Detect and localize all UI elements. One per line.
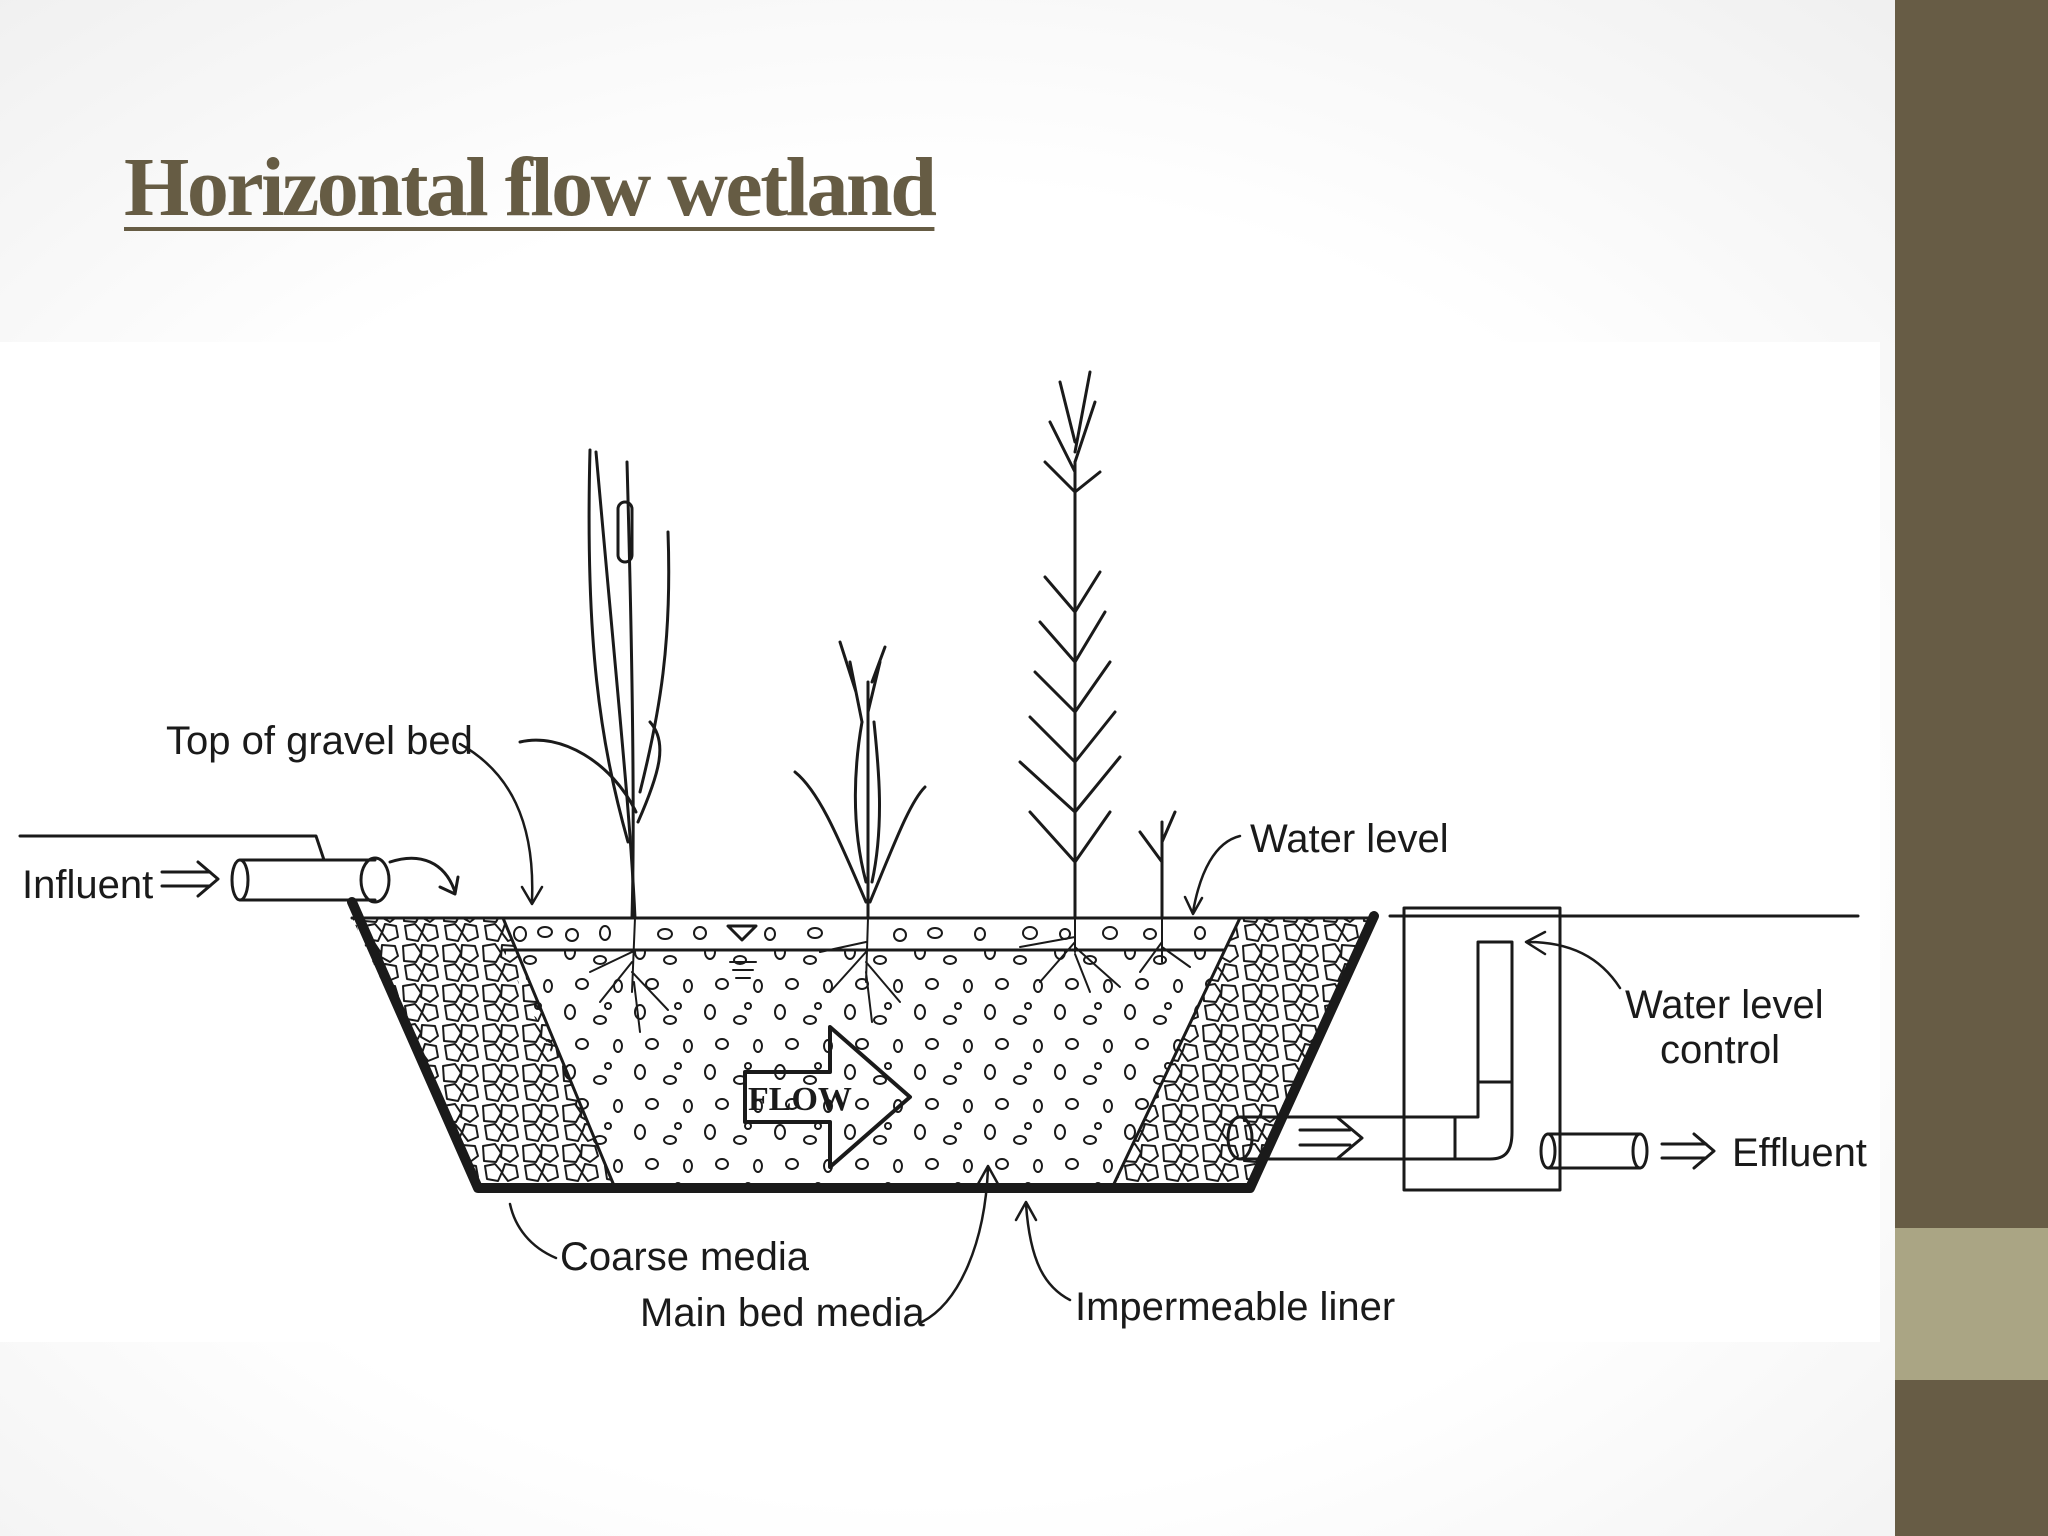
flow-label: FLOW: [748, 1081, 852, 1118]
label-leader-lines: [458, 742, 1622, 1324]
cattail-plant: [518, 448, 671, 920]
sidebar-accent-dark-bottom: [1895, 1380, 2048, 1536]
water-level-control-box[interactable]: [1402, 906, 1562, 1192]
plant-roots: [589, 917, 1191, 1033]
main-bed-media: [503, 950, 1224, 1188]
outlet-pipe: [1226, 940, 1514, 1161]
reed-plant: [1018, 370, 1122, 920]
top-of-gravel-bed-label: Top of gravel bed: [166, 719, 473, 763]
influent-pipe: [230, 856, 460, 904]
influent-arrow-icon: [160, 860, 220, 898]
flow-arrow: FLOW: [743, 1025, 912, 1169]
impermeable-liner-label: Impermeable liner: [1075, 1285, 1395, 1329]
effluent-pipe: [1539, 1132, 1649, 1170]
sidebar-accent-dark-top: [1895, 0, 2048, 1228]
broadleaf-plant: [793, 640, 927, 920]
effluent-label: Effluent: [1732, 1131, 1867, 1175]
effluent-arrow-icon: [1660, 1132, 1716, 1170]
main-bed-media-label: Main bed media: [640, 1291, 925, 1335]
water-level-label: Water level: [1250, 817, 1449, 861]
water-level-control-label-line1: Water level: [1625, 983, 1824, 1027]
influent-label: Influent: [22, 863, 153, 907]
water-level-control-label-line2: control: [1660, 1028, 1780, 1072]
ground-line-left: [18, 834, 326, 862]
impermeable-liner: [347, 897, 1379, 1193]
water-level-symbol: [726, 924, 758, 979]
outlet-flow-arrow-icon: [1298, 1116, 1364, 1160]
wetland-diagram-svg: FLOW: [18, 370, 1867, 1335]
sprout-plant: [1138, 810, 1177, 920]
coarse-media-outlet: [1112, 918, 1374, 1188]
coarse-media-boundary-left: [501, 916, 617, 1190]
coarse-media-inlet: [352, 918, 615, 1188]
wetland-diagram: FLOW: [0, 342, 1880, 1342]
coarse-media-label: Coarse media: [560, 1235, 810, 1279]
slide-title: Horizontal flow wetland: [124, 141, 937, 234]
sidebar-accent-light: [1895, 1228, 2048, 1380]
coarse-media-boundary-right: [1110, 916, 1242, 1190]
gravel-strip: [513, 925, 1206, 942]
